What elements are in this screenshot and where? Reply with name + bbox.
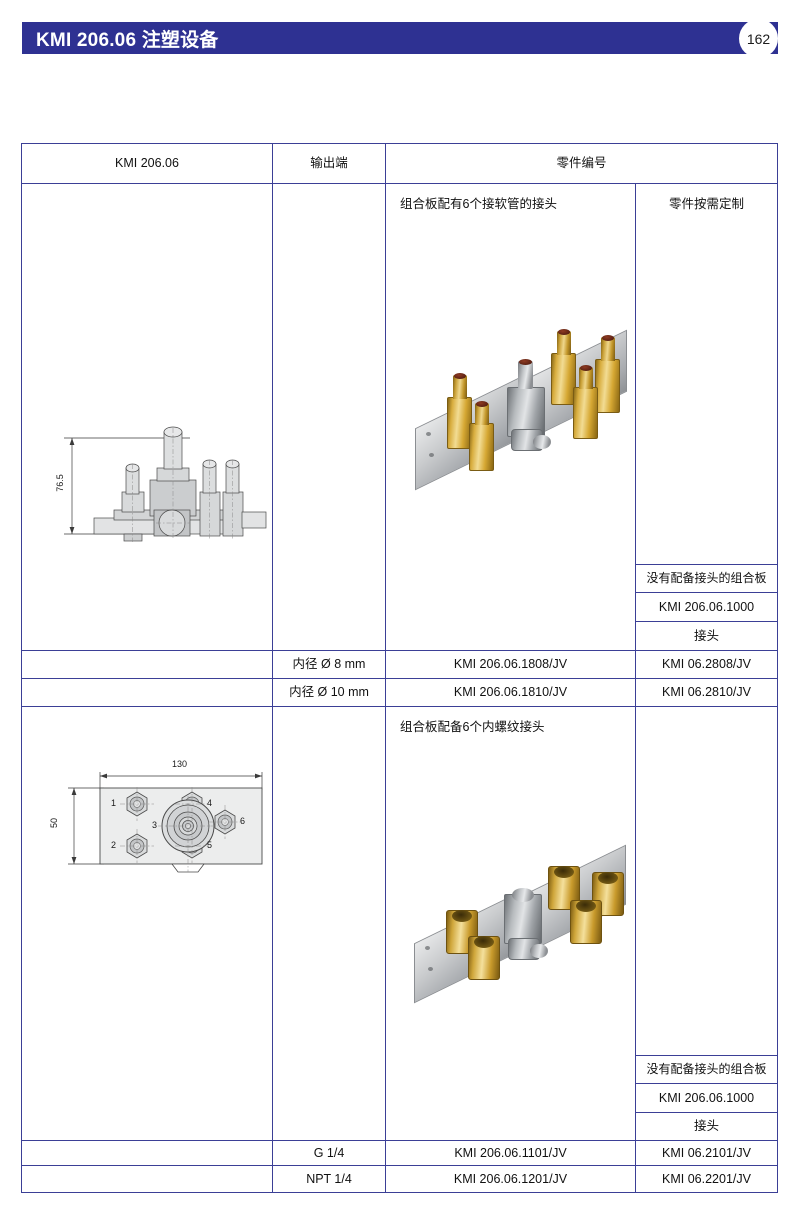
- section1-row2-fitting: KMI 06.2810/JV: [662, 685, 751, 700]
- manifold2-bolt-hole-2: [428, 967, 433, 971]
- s1-row2-divider: [22, 678, 777, 680]
- column-divider-1: [272, 144, 274, 1192]
- plan-view-width-dimension: 130: [172, 759, 188, 769]
- center-valve-stem: [518, 361, 533, 389]
- plan-view-port-label-2: 2: [111, 840, 117, 850]
- manifold2-valve-cap: [530, 944, 548, 958]
- section2-row1-fitting: KMI 06.2101/JV: [662, 1145, 751, 1160]
- section2-plate-no-fittings-label: 没有配备接头的组合板: [646, 1061, 767, 1076]
- section2-row2-port: NPT 1/4: [306, 1171, 352, 1186]
- specification-table: KMI 206.06 输出端 零件编号 组合板配有6个接软管的接头 零件按需定制…: [21, 143, 778, 1193]
- plan-view-drawing: 130 50 1 2 3 4 5 6: [32, 754, 277, 879]
- section2-fitting-label: 接头: [693, 1119, 719, 1134]
- page-header-bar: KMI 206.06 注塑设备: [22, 22, 778, 54]
- plan-view-port-label-6: 6: [240, 816, 246, 826]
- hose-barb-2-nipple: [475, 403, 489, 425]
- table-header-col3: 零件编号: [556, 156, 607, 171]
- section1-custom-note: 零件按需定制: [668, 196, 744, 211]
- hose-barb-5-nipple: [579, 367, 593, 389]
- threaded-fitting-5-bore: [576, 900, 596, 912]
- column-divider-2: [385, 144, 387, 1192]
- manifold2-bolt-hole-1: [425, 946, 430, 950]
- hose-barb-6-tip: [602, 335, 614, 341]
- section1-row2-port: 内径 Ø 10 mm: [289, 685, 369, 700]
- section1-row1-part-number: KMI 206.06.1808/JV: [453, 657, 568, 672]
- section2-row1-port: G 1/4: [313, 1145, 345, 1160]
- column-divider-3: [635, 183, 637, 1192]
- product-photo-threaded-manifold: [404, 844, 632, 1004]
- hose-barb-6: [595, 359, 620, 413]
- section1-row1-port: 内径 Ø 8 mm: [292, 657, 366, 672]
- plan-view-port-label-1: 1: [111, 798, 117, 808]
- section1-plate-part-number: KMI 206.06.1000: [658, 599, 755, 614]
- manifold2-valve-body: [504, 894, 542, 944]
- section1-description: 组合板配有6个接软管的接头: [400, 196, 557, 211]
- section2-description: 组合板配备6个内螺纹接头: [400, 719, 545, 734]
- plan-view-svg: [68, 772, 263, 873]
- section1-plate-no-fittings-label: 没有配备接头的组合板: [646, 570, 767, 585]
- threaded-fitting-1-bore: [452, 910, 472, 922]
- center-valve-cap: [533, 435, 551, 449]
- plate-bolt-hole-1: [426, 432, 431, 436]
- s2-row2-divider: [22, 1165, 777, 1167]
- hose-barb-1-nipple: [453, 375, 467, 399]
- side-view-height-dimension: 76.5: [55, 474, 65, 492]
- page-number-badge: 162: [739, 19, 778, 58]
- section1-row1-fitting: KMI 06.2808/JV: [662, 657, 751, 672]
- threaded-fitting-4-bore: [554, 866, 574, 878]
- hose-barb-2: [469, 423, 494, 471]
- section2-divider: [22, 706, 777, 708]
- threaded-fitting-2-bore: [474, 936, 494, 948]
- threaded-fitting-6-bore: [598, 872, 618, 884]
- side-view-drawing: 76.5: [42, 414, 272, 554]
- s2-fitting-label-divider: [635, 1112, 777, 1114]
- manifold2-valve-bore: [512, 888, 534, 902]
- table-header-col2: 输出端: [310, 156, 348, 171]
- hose-barb-1-tip: [454, 373, 466, 379]
- section1-fitting-label: 接头: [693, 628, 719, 643]
- header-row-divider: [22, 183, 777, 185]
- product-photo-hose-barb-manifold: [407, 329, 632, 491]
- s2-plate-part-divider: [635, 1083, 777, 1085]
- hose-barb-2-tip: [476, 401, 488, 407]
- s1-row1-divider: [22, 650, 777, 652]
- plan-view-port-label-5: 5: [207, 840, 213, 850]
- hose-barb-1: [447, 397, 472, 449]
- hose-barb-5-tip: [580, 365, 592, 371]
- section2-row1-part-number: KMI 206.06.1101/JV: [454, 1145, 567, 1160]
- plan-view-port-label-3: 3: [152, 820, 158, 830]
- section2-row2-part-number: KMI 206.06.1201/JV: [453, 1171, 568, 1186]
- hose-barb-4-nipple: [557, 331, 571, 355]
- plan-view-depth-dimension: 50: [49, 818, 59, 829]
- section2-row2-fitting: KMI 06.2201/JV: [662, 1171, 751, 1186]
- page-title: KMI 206.06 注塑设备: [36, 29, 219, 51]
- s2-row1-divider: [22, 1140, 777, 1142]
- hose-barb-6-nipple: [601, 337, 615, 361]
- hose-barb-5: [573, 387, 598, 439]
- s1-plate-part-divider: [635, 592, 777, 594]
- s1-plate-label-divider: [635, 564, 777, 566]
- section2-plate-part-number: KMI 206.06.1000: [658, 1090, 755, 1105]
- center-valve-stem-tip: [519, 359, 532, 365]
- plan-view-port-label-4: 4: [207, 798, 213, 808]
- table-header-col1: KMI 206.06: [115, 156, 179, 171]
- s1-fitting-label-divider: [635, 621, 777, 623]
- hose-barb-4-tip: [558, 329, 570, 335]
- plate-bolt-hole-2: [429, 453, 434, 457]
- hose-barb-4: [551, 353, 576, 405]
- s2-plate-label-divider: [635, 1055, 777, 1057]
- section1-row2-part-number: KMI 206.06.1810/JV: [453, 685, 568, 700]
- side-view-svg: [64, 426, 267, 542]
